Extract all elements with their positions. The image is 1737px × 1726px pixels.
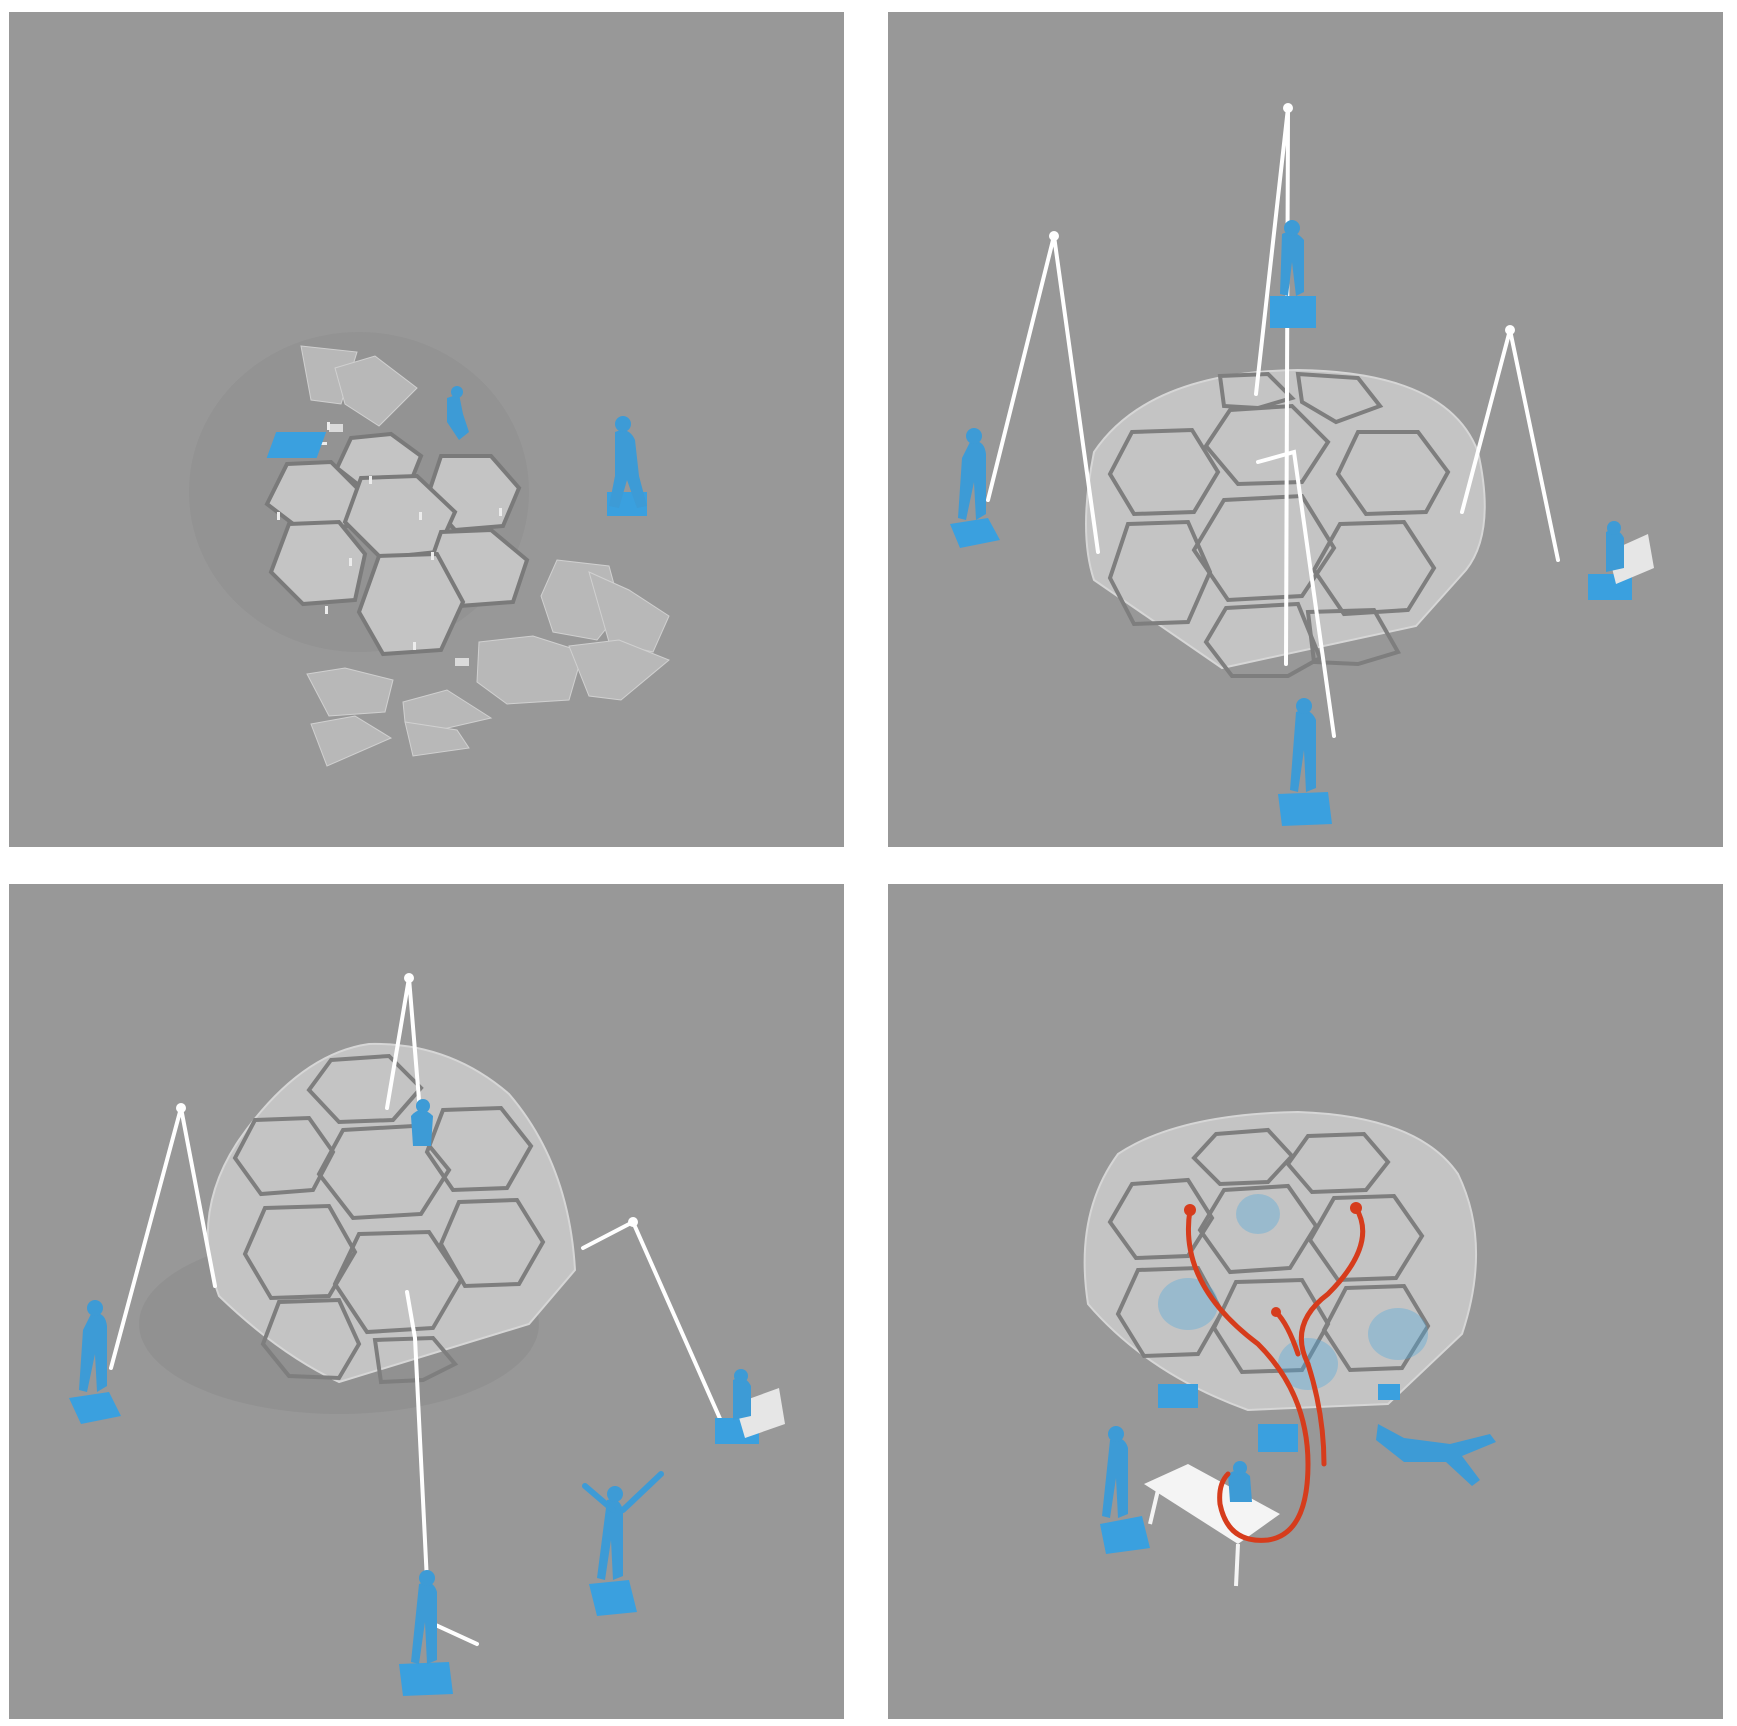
- panel-dome-tilted: [9, 884, 844, 1719]
- figure-left: [69, 1300, 121, 1424]
- cable-anchors: [176, 973, 638, 1227]
- connectors: [277, 422, 502, 666]
- figure-back: [1270, 220, 1316, 328]
- figure-standing: [1100, 1426, 1150, 1554]
- figure-lying: [1376, 1424, 1496, 1486]
- figure-kneeling: [266, 386, 469, 458]
- hex-cluster: [264, 431, 530, 657]
- figure-front: [399, 1570, 453, 1696]
- dome: [1083, 1110, 1478, 1412]
- cable-anchors: [1049, 103, 1515, 335]
- drawn-curve-ends: [1184, 1202, 1362, 1317]
- table: [1144, 1464, 1280, 1587]
- figure-on-dome: [411, 1099, 433, 1146]
- panel-dome-drawing: [888, 884, 1723, 1719]
- figure-left: [950, 428, 1000, 548]
- figure-front: [1278, 698, 1332, 826]
- figure-seated-at-table: [1228, 1461, 1252, 1502]
- scene-dome-tilted: [9, 884, 844, 1719]
- scene-scattered-tiles: [9, 12, 844, 847]
- figure-seated: [715, 1369, 785, 1444]
- scene-dome-drawing: [888, 884, 1723, 1719]
- scene-dome-raised: [888, 12, 1723, 847]
- panel-dome-raised: [888, 12, 1723, 847]
- loose-tiles: [300, 345, 670, 767]
- drawn-curves: [1185, 1205, 1366, 1543]
- figure-walking: [607, 416, 647, 516]
- panel-scattered-tiles: [9, 12, 844, 847]
- dome: [206, 1042, 577, 1385]
- figure-seated: [1588, 521, 1654, 600]
- figure-cheering: [582, 1471, 664, 1616]
- figures-under-dome: [1158, 1384, 1400, 1452]
